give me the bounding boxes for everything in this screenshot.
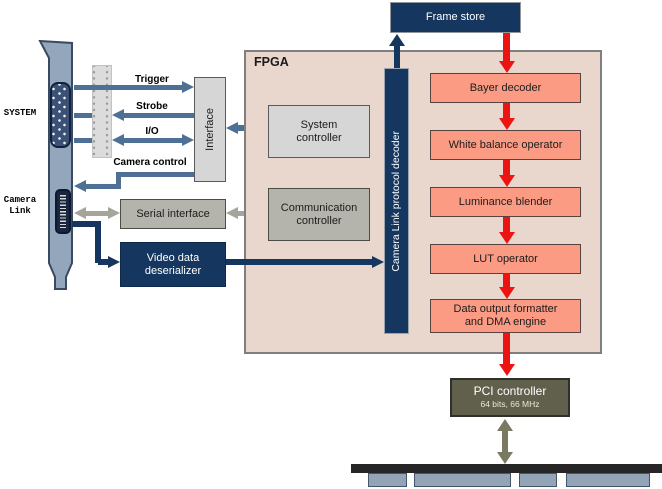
strobe-arrow-head: [112, 109, 124, 121]
io-arrow-head: [112, 134, 124, 146]
serial-interface-block: Serial interface: [120, 199, 226, 229]
trigger-arrow-head: [182, 81, 194, 93]
camera-control-label: Camera control: [113, 157, 187, 168]
framestore-bayer-arrow: [503, 33, 510, 61]
pci-bus-arrow: [502, 430, 508, 453]
deserializer-decoder-arrow-head: [372, 256, 384, 268]
io-arrow-head: [182, 134, 194, 146]
camera-deserializer-arrow: [95, 221, 101, 263]
lut-dataoutput-arrow-head: [499, 287, 515, 299]
camera-deserializer-arrow: [98, 259, 110, 265]
luminance-blender-block: Luminance blender: [430, 187, 581, 217]
serial-interface-label: Serial interface: [136, 207, 210, 220]
communication-controller-block: Communication controller: [268, 188, 370, 241]
trigger-arrow: [74, 85, 182, 90]
io-arrow: [124, 138, 182, 143]
protocol-decoder-label: Camera Link protocol decoder: [390, 130, 402, 272]
interface-block: Interface: [194, 77, 226, 182]
camera-link-connector-pins: [60, 195, 66, 228]
pci-controller-label: PCI controller: [473, 383, 547, 398]
lut-operator-block: LUT operator: [430, 244, 581, 274]
pci-controller-spec: 64 bits, 66 MHz: [480, 398, 540, 409]
camera-control-arrow: [120, 172, 194, 177]
decoder-framestore-arrow: [394, 46, 400, 68]
system-controller-label: System controller: [296, 118, 342, 144]
protocol-decoder-block: Camera Link protocol decoder: [384, 68, 409, 334]
frame-store-block: Frame store: [390, 2, 521, 33]
pci-controller-block: PCI controller 64 bits, 66 MHz: [450, 378, 570, 417]
pci-slot: [519, 473, 557, 487]
pci-bus-arrow-head: [497, 419, 513, 431]
strobe-label: Strobe: [136, 101, 168, 112]
io-label: I/O: [145, 126, 159, 137]
strobe-arrow: [74, 113, 92, 118]
trigger-label: Trigger: [135, 74, 169, 85]
decoder-framestore-arrow-head: [389, 34, 405, 46]
pci-slot: [566, 473, 650, 487]
whitebalance-luminance-arrow: [503, 160, 510, 175]
camera-serial-arrow-head: [74, 207, 86, 219]
whitebalance-luminance-arrow-head: [499, 175, 515, 187]
luminance-lut-arrow: [503, 217, 510, 232]
communication-controller-label: Communication controller: [280, 201, 358, 227]
camera-control-arrow: [116, 172, 121, 189]
pci-slot: [414, 473, 511, 487]
bayer-whitebalance-arrow: [503, 103, 510, 118]
data-output-formatter-label: Data output formatter and DMA engine: [453, 303, 558, 328]
pci-slot: [368, 473, 407, 487]
lut-operator-label: LUT operator: [473, 252, 538, 265]
camera-serial-arrow: [84, 211, 110, 216]
lut-dataoutput-arrow: [503, 273, 510, 287]
camera-serial-arrow-head: [108, 207, 120, 219]
white-balance-block: White balance operator: [430, 130, 581, 160]
io-arrow: [74, 138, 92, 143]
fpga-region-label: FPGA: [254, 55, 289, 69]
pci-bus-arrow-head: [497, 452, 513, 464]
system-controller-block: System controller: [268, 105, 370, 158]
frame-store-label: Frame store: [425, 11, 486, 23]
dataoutput-pci-arrow-head: [499, 364, 515, 376]
camera-link-connector-label: Camera Link: [3, 195, 37, 216]
bayer-whitebalance-arrow-head: [499, 118, 515, 130]
luminance-lut-arrow-head: [499, 232, 515, 244]
interface-label: Interface: [203, 108, 216, 151]
camera-control-arrow-head: [74, 180, 86, 192]
white-balance-label: White balance operator: [448, 138, 563, 151]
serial-communication-arrow-head: [226, 207, 238, 219]
camera-deserializer-arrow: [72, 221, 98, 227]
dataoutput-pci-arrow: [503, 333, 510, 364]
camera-link-connector: [55, 189, 71, 234]
io-pin-header: [92, 65, 112, 158]
luminance-blender-label: Luminance blender: [458, 195, 553, 208]
framestore-bayer-arrow-head: [499, 61, 515, 73]
system-connector-label: SYSTEM: [3, 108, 37, 118]
camera-deserializer-arrow-head: [108, 256, 120, 268]
data-output-formatter-block: Data output formatter and DMA engine: [430, 299, 581, 333]
deserializer-decoder-arrow: [226, 259, 372, 265]
camera-control-arrow: [86, 184, 116, 189]
video-deserializer-block: Video data deserializer: [120, 242, 226, 287]
bayer-decoder-label: Bayer decoder: [469, 81, 542, 94]
pci-bracket: [38, 40, 73, 290]
interface-system-arrow-head: [226, 122, 238, 134]
pci-bus-bar: [351, 464, 662, 473]
bayer-decoder-block: Bayer decoder: [430, 73, 581, 103]
strobe-arrow: [124, 113, 194, 118]
video-deserializer-label: Video data deserializer: [144, 251, 202, 277]
system-connector: [50, 82, 71, 148]
